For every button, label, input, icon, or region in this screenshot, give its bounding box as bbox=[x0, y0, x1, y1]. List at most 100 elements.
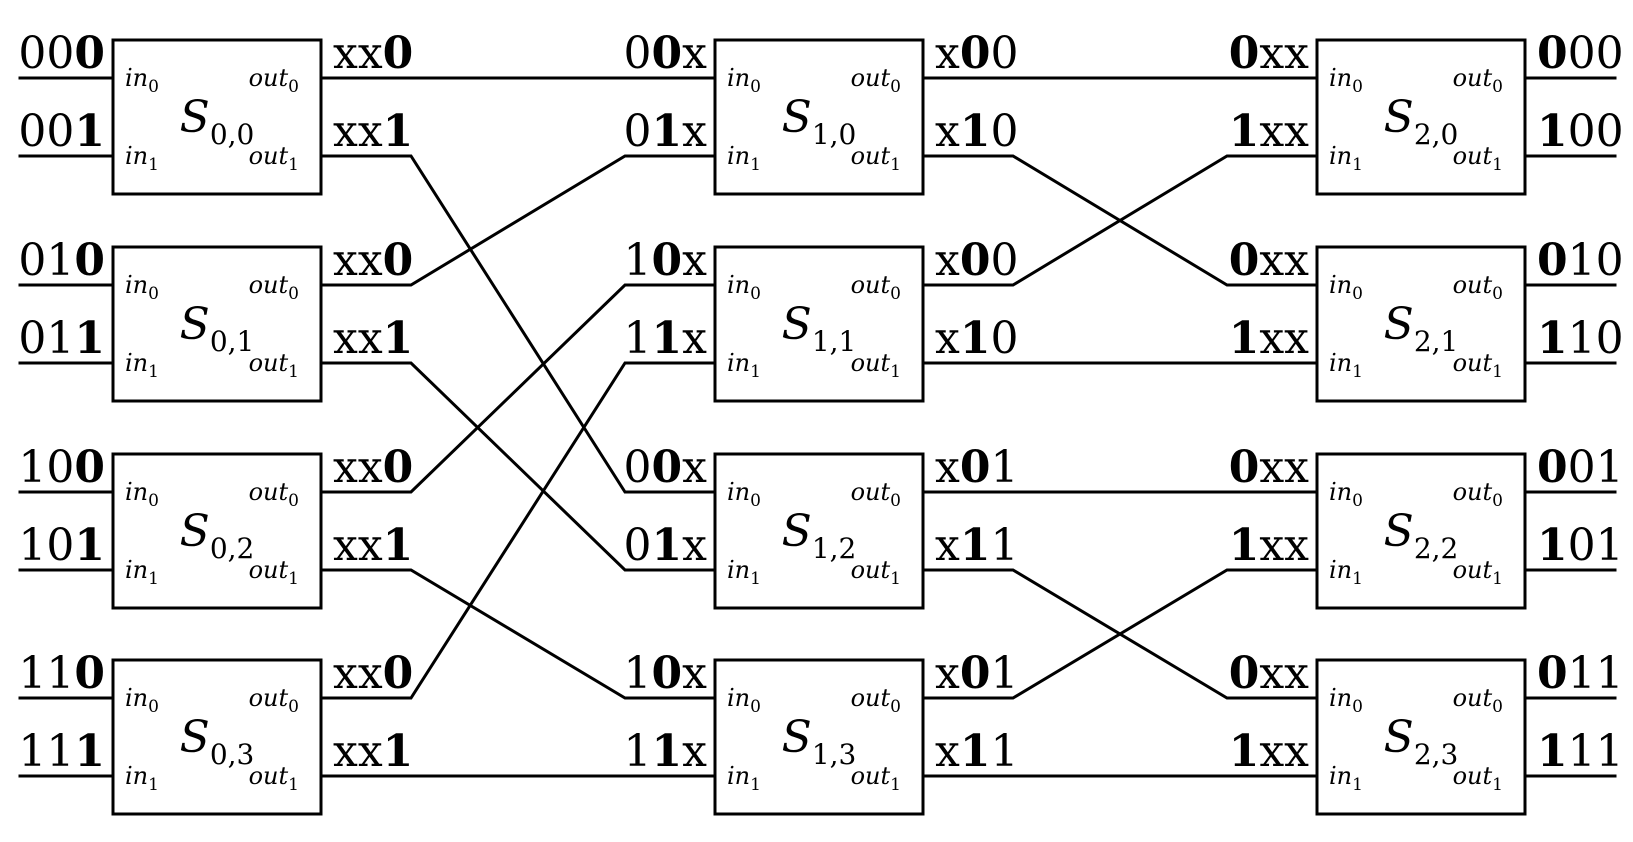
input-bit-label: 00x bbox=[624, 28, 708, 79]
input-bit-label-part: x bbox=[682, 28, 707, 79]
switch-name-letter: S bbox=[180, 712, 210, 763]
input-bit-label-part: 0 bbox=[74, 235, 105, 286]
port-out1-text: out bbox=[1453, 349, 1493, 377]
port-in0-text: in bbox=[125, 64, 148, 92]
output-bit-label-part: x bbox=[935, 648, 960, 699]
port-in0: in0 bbox=[1329, 271, 1363, 304]
output-bit-label-part: x bbox=[935, 28, 960, 79]
input-bit-label-part: 1 bbox=[652, 106, 683, 157]
switch-name-letter: S bbox=[782, 92, 812, 143]
port-out0-sub: 0 bbox=[1492, 284, 1503, 304]
port-out1-sub: 1 bbox=[288, 362, 299, 382]
output-bit-label: xx1 bbox=[333, 106, 413, 157]
output-bit-label-part: 1 bbox=[1537, 520, 1568, 571]
input-bit-label-part: x bbox=[682, 726, 707, 777]
input-bit-label: 0xx bbox=[1229, 648, 1309, 699]
connection-wire bbox=[921, 154, 1319, 287]
input-bit-label-part: 1 bbox=[624, 726, 652, 777]
input-bit-label-part: xx bbox=[1259, 726, 1309, 777]
port-in1: in1 bbox=[727, 762, 761, 795]
switch-name: S1,2 bbox=[782, 506, 857, 565]
output-bit-label: x00 bbox=[935, 235, 1018, 286]
input-bit-label-part: 1 bbox=[624, 235, 652, 286]
output-bit-label-part: 0 bbox=[1537, 28, 1568, 79]
input-bit-label-part: x bbox=[682, 106, 707, 157]
port-in1: in1 bbox=[125, 349, 159, 382]
output-bit-label-part: 0 bbox=[1537, 235, 1568, 286]
output-bit-label-part: 11 bbox=[1568, 726, 1624, 777]
port-in1-sub: 1 bbox=[1352, 569, 1363, 589]
port-in1: in1 bbox=[727, 142, 761, 175]
output-bit-label-part: 0 bbox=[960, 442, 991, 493]
port-in0-text: in bbox=[125, 684, 148, 712]
port-in0: in0 bbox=[727, 478, 761, 511]
output-bit-label-part: 0 bbox=[1537, 648, 1568, 699]
input-bit-label: 101 bbox=[18, 520, 105, 571]
port-in1-sub: 1 bbox=[750, 569, 761, 589]
input-bit-label-part: 1 bbox=[74, 313, 105, 364]
port-out1: out1 bbox=[249, 762, 299, 795]
switch-name-letter: S bbox=[782, 712, 812, 763]
port-in1: in1 bbox=[1329, 349, 1363, 382]
switch-name: S2,0 bbox=[1384, 92, 1459, 151]
port-in0-sub: 0 bbox=[148, 77, 159, 97]
port-out0: out0 bbox=[1453, 271, 1503, 304]
port-out1-text: out bbox=[249, 349, 289, 377]
port-in1: in1 bbox=[727, 556, 761, 589]
port-in1-text: in bbox=[727, 556, 750, 584]
input-bit-label-part: xx bbox=[1259, 520, 1309, 571]
output-bit-label: x01 bbox=[935, 442, 1018, 493]
output-bit-label-part: 0 bbox=[383, 235, 414, 286]
input-bit-label-part: 0 bbox=[74, 442, 105, 493]
port-in1-sub: 1 bbox=[1352, 775, 1363, 795]
port-out0-text: out bbox=[249, 478, 289, 506]
port-in1-sub: 1 bbox=[148, 155, 159, 175]
port-out1-sub: 1 bbox=[890, 155, 901, 175]
input-bit-label-part: xx bbox=[1259, 28, 1309, 79]
port-out1-text: out bbox=[249, 556, 289, 584]
switch-box-2-0 bbox=[1315, 38, 1527, 196]
input-bit-label-part: 0 bbox=[1229, 648, 1260, 699]
port-in0-sub: 0 bbox=[1352, 284, 1363, 304]
output-bit-label-part: 1 bbox=[1537, 726, 1568, 777]
port-in1-text: in bbox=[1329, 142, 1352, 170]
input-bit-label-part: 1 bbox=[74, 726, 105, 777]
port-out0-text: out bbox=[249, 64, 289, 92]
switch-box-0-3 bbox=[111, 658, 323, 816]
port-out0-sub: 0 bbox=[288, 697, 299, 717]
port-in1: in1 bbox=[1329, 762, 1363, 795]
input-bit-label: 01x bbox=[624, 520, 708, 571]
port-in0: in0 bbox=[1329, 64, 1363, 97]
output-bit-label-part: 0 bbox=[990, 28, 1018, 79]
input-bit-label-part: 01 bbox=[18, 313, 74, 364]
port-in0-text: in bbox=[1329, 64, 1352, 92]
output-bit-label: xx1 bbox=[333, 313, 413, 364]
port-out1-text: out bbox=[851, 142, 891, 170]
port-in1: in1 bbox=[1329, 142, 1363, 175]
output-bit-label-part: 0 bbox=[960, 648, 991, 699]
switch-name-sub: 0,3 bbox=[210, 738, 255, 771]
input-bit-label-part: 00 bbox=[18, 28, 74, 79]
port-out0: out0 bbox=[1453, 64, 1503, 97]
port-in1-text: in bbox=[1329, 349, 1352, 377]
port-out0: out0 bbox=[249, 64, 299, 97]
switch-box-1-0 bbox=[713, 38, 925, 196]
switches-layer bbox=[111, 38, 1527, 816]
output-bit-label: 001 bbox=[1537, 442, 1624, 493]
switch-name-sub: 1,0 bbox=[812, 118, 857, 151]
input-bit-label-part: 10 bbox=[18, 520, 74, 571]
port-out1-sub: 1 bbox=[890, 775, 901, 795]
output-bit-label: xx1 bbox=[333, 726, 413, 777]
port-out0: out0 bbox=[1453, 684, 1503, 717]
port-in1-text: in bbox=[727, 762, 750, 790]
output-bit-label-part: 1 bbox=[990, 726, 1018, 777]
port-in0-sub: 0 bbox=[1352, 697, 1363, 717]
port-in1: in1 bbox=[125, 556, 159, 589]
output-bit-label-part: x bbox=[935, 313, 960, 364]
port-in1-text: in bbox=[1329, 556, 1352, 584]
switch-name-letter: S bbox=[1384, 299, 1414, 350]
switch-name-letter: S bbox=[180, 92, 210, 143]
port-in0: in0 bbox=[727, 64, 761, 97]
port-in1-text: in bbox=[727, 349, 750, 377]
output-bit-label: xx0 bbox=[333, 28, 413, 79]
